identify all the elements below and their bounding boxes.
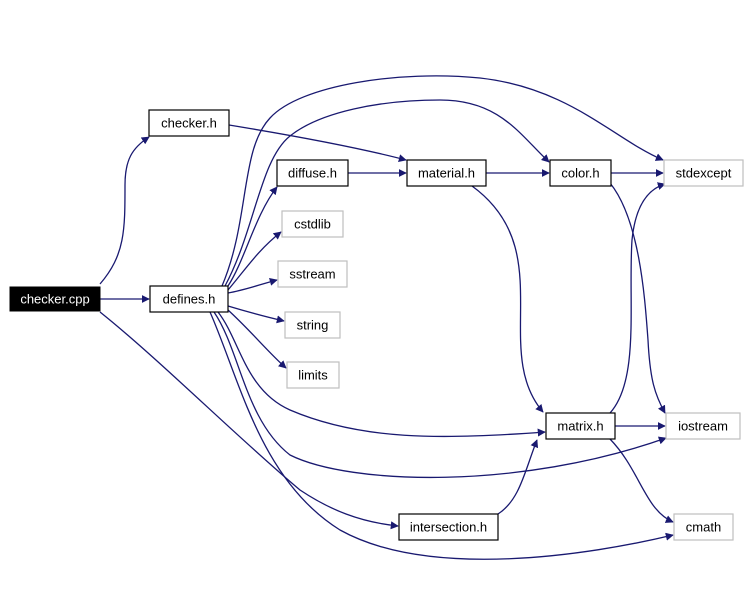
node-box (665, 412, 741, 440)
node-label: stdexcept (676, 166, 732, 181)
node-cmath: cmath (673, 513, 734, 541)
node-label: cstdlib (294, 217, 331, 232)
node-defines-h[interactable]: defines.h (149, 285, 229, 313)
edge-defines-h-to-cmath (209, 311, 674, 560)
node-material-h[interactable]: material.h (406, 159, 487, 187)
node-intersection-h[interactable]: intersection.h (398, 513, 499, 541)
node-label: checker.cpp (20, 292, 89, 307)
node-limits: limits (286, 361, 340, 389)
node-label: sstream (289, 267, 335, 282)
node-label: defines.h (163, 292, 216, 307)
edge-defines-h-to-sstream (227, 277, 278, 294)
edge-defines-h-to-diffuse-h (227, 186, 278, 287)
edge-color-h-to-iostream (609, 182, 666, 414)
edge-defines-h-to-color-h (224, 99, 550, 287)
edge-checker-cpp-to-checker-h (99, 136, 150, 285)
node-box (9, 286, 101, 312)
edge-defines-h-to-matrix-h (217, 311, 546, 438)
node-label: limits (298, 368, 328, 383)
nodes-layer: checker.cpp checker.h defines.h diffuse.h ma… (9, 109, 744, 541)
edge-matrix-h-to-stdexcept (609, 182, 666, 414)
node-string: string (284, 311, 341, 339)
node-box (406, 159, 487, 187)
node-iostream: iostream (665, 412, 741, 440)
edge-defines-h-to-iostream (213, 311, 667, 479)
node-label: cmath (686, 520, 721, 535)
node-stdexcept: stdexcept (663, 159, 744, 187)
edge-material-h-to-matrix-h (471, 185, 544, 413)
edge-defines-h-to-limits (227, 309, 287, 369)
node-box (281, 210, 344, 238)
node-label: string (297, 318, 329, 333)
node-label: diffuse.h (288, 166, 337, 181)
node-box (276, 159, 349, 187)
node-label: matrix.h (557, 419, 603, 434)
edge-intersection-h-to-matrix-h (497, 439, 539, 515)
edge-checker-h-to-material-h (228, 124, 407, 163)
node-sstream: sstream (277, 260, 348, 288)
edge-checker-cpp-to-intersection-h (99, 311, 399, 530)
node-box (398, 513, 499, 541)
node-box (545, 412, 616, 440)
edge-matrix-h-to-cmath (609, 438, 674, 523)
node-label: material.h (418, 166, 475, 181)
edge-defines-h-to-string (227, 305, 285, 324)
node-label: color.h (561, 166, 599, 181)
node-box (663, 159, 744, 187)
node-box (149, 285, 229, 313)
edge-defines-h-to-cstdlib (227, 231, 282, 291)
node-label: iostream (678, 419, 728, 434)
node-checker-cpp: checker.cpp (9, 286, 101, 312)
node-box (286, 361, 340, 389)
node-label: intersection.h (410, 520, 487, 535)
node-box (277, 260, 348, 288)
edge-defines-h-to-stdexcept (221, 75, 664, 287)
node-cstdlib: cstdlib (281, 210, 344, 238)
node-box (284, 311, 341, 339)
node-checker-h[interactable]: checker.h (148, 109, 230, 137)
node-diffuse-h[interactable]: diffuse.h (276, 159, 349, 187)
edges-layer (99, 75, 674, 560)
node-color-h[interactable]: color.h (549, 159, 612, 187)
node-matrix-h[interactable]: matrix.h (545, 412, 616, 440)
node-box (673, 513, 734, 541)
node-box (549, 159, 612, 187)
node-box (148, 109, 230, 137)
node-label: checker.h (161, 116, 217, 131)
